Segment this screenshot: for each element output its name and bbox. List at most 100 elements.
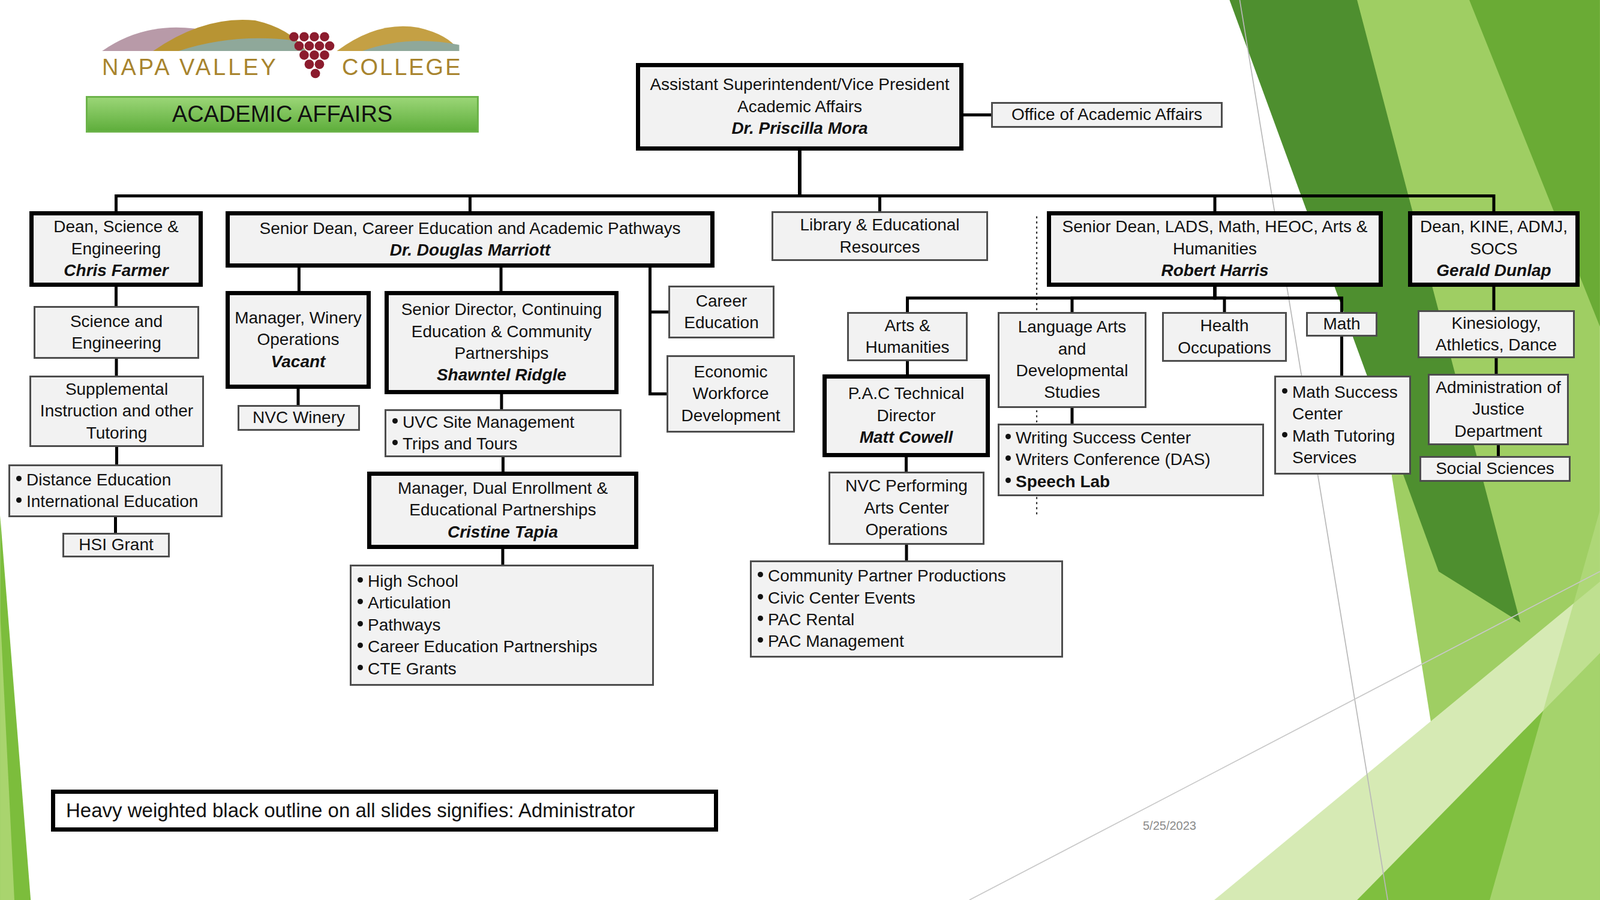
administrator-box: Senior Director, Continuing Education & … <box>384 290 619 395</box>
list-box: Distance EducationInternational Educatio… <box>8 464 223 518</box>
list-item: Community Partner Productions <box>757 565 1007 587</box>
green-band <box>1489 509 1600 900</box>
org-connector <box>1496 445 1500 456</box>
unit-box: Administration of Justice Department <box>1427 373 1569 446</box>
thin-line <box>969 571 1600 900</box>
box-text: Career Education <box>683 291 759 332</box>
administrator-box: P.A.C Technical DirectorMatt Cowell <box>822 374 990 458</box>
text-line: Office of Academic Affairs <box>1011 103 1203 126</box>
text-line: Chris Farmer <box>63 259 168 282</box>
org-connector <box>905 361 909 375</box>
org-connector <box>1492 286 1496 311</box>
org-connector <box>1070 407 1074 424</box>
org-connector <box>799 150 1215 212</box>
box-text: Articulation <box>367 592 452 614</box>
text-line: Career Education <box>673 290 770 335</box>
text-line: Dr. Priscilla Mora <box>731 117 868 140</box>
green-band <box>0 515 31 900</box>
person-name: Cristine Tapia <box>447 522 558 542</box>
box-text: Dean, Science & Engineering <box>53 217 179 258</box>
box-text: Dean, KINE, ADMJ, SOCS <box>1420 217 1568 258</box>
text-line: Language Arts and Developmental Studies <box>1002 316 1142 404</box>
box-text: Senior Dean, LADS, Math, HEOC, Arts & Hu… <box>1062 217 1368 258</box>
org-connector <box>116 150 801 212</box>
box-text: NVC Performing Arts Center Operations <box>845 476 968 539</box>
text-line: NVC Performing Arts Center Operations <box>833 475 980 541</box>
person-name: Gerald Dunlap <box>1436 260 1551 280</box>
box-text: Office of Academic Affairs <box>1011 104 1203 124</box>
bullet-dot <box>1282 388 1288 394</box>
text-label: COLLEGE <box>341 55 463 79</box>
administrator-box: Dean, KINE, ADMJ, SOCSGerald Dunlap <box>1408 211 1580 287</box>
text-line: NVC Winery <box>252 406 345 429</box>
org-connector <box>650 267 668 395</box>
box-text: Manager, Winery Operations <box>234 308 362 349</box>
unit-box: Arts & Humanities <box>847 311 968 362</box>
box-text: Math <box>1322 314 1361 333</box>
text-line: HSI Grant <box>78 533 153 556</box>
list-box: High SchoolArticulationPathwaysCareer Ed… <box>349 564 654 686</box>
note-box: Heavy weighted black outline on all slid… <box>50 789 719 832</box>
box-text: Math Tutoring Services <box>1292 425 1407 470</box>
bullet-dot <box>392 439 398 446</box>
box-text: HSI Grant <box>78 535 153 554</box>
text-line: Heavy weighted black outline on all slid… <box>65 797 635 824</box>
box-text: Arts & Humanities <box>865 316 950 357</box>
box-text: Civic Center Events <box>767 587 916 609</box>
text-line: Vacant <box>271 350 326 373</box>
logo-hill <box>152 19 306 51</box>
text-line: Assistant Superintendent/Vice President … <box>643 73 957 118</box>
box-text: Supplemental Instruction and other Tutor… <box>40 379 194 443</box>
box-text: Economic Workforce Development <box>681 362 781 425</box>
box-text: Speech Lab <box>1015 470 1110 493</box>
org-connector <box>963 113 992 117</box>
unit-box: Language Arts and Developmental Studies <box>997 311 1147 408</box>
org-connector <box>904 457 908 472</box>
person-name: Dr. Priscilla Mora <box>731 118 868 138</box>
box-text: Senior Dean, Career Education and Academ… <box>259 218 681 238</box>
text-line: Dr. Douglas Marriott <box>389 239 551 261</box>
bullet-dot <box>1005 477 1011 483</box>
text-line: Manager, Winery Operations <box>232 307 364 351</box>
list-box: Writing Success CenterWriters Conference… <box>997 423 1265 497</box>
administrator-box: Manager, Winery OperationsVacant <box>225 290 371 389</box>
box-text: Manager, Dual Enrollment & Educational P… <box>397 478 608 519</box>
org-connector <box>1495 358 1499 374</box>
text-line: Arts & Humanities <box>851 314 963 359</box>
unit-box: Library & Educational Resources <box>771 211 989 261</box>
list-item: Math Success Center <box>1282 381 1407 426</box>
person-name: Shawntel Ridgle <box>436 365 567 384</box>
list-item: International Education <box>16 490 198 513</box>
unit-box: Health Occupations <box>1162 311 1287 362</box>
org-connector <box>114 286 118 306</box>
unit-box: HSI Grant <box>62 532 170 558</box>
list-item: Civic Center Events <box>757 587 916 609</box>
box-text: Trips and Tours <box>402 433 518 455</box>
grape-cluster <box>289 31 335 78</box>
green-band <box>0 611 15 900</box>
box-text: PAC Management <box>767 630 905 653</box>
org-connector <box>115 358 119 376</box>
org-connector <box>1072 286 1215 312</box>
administrator-box: Assistant Superintendent/Vice President … <box>635 62 964 151</box>
logo-hill <box>178 38 307 51</box>
list-item: Pathways <box>357 614 441 636</box>
text-line: Dean, KINE, ADMJ, SOCS <box>1415 215 1573 260</box>
box-text: NVC Winery <box>252 407 345 427</box>
org-connector <box>799 150 1494 212</box>
box-text: ACADEMIC AFFAIRS <box>172 101 393 127</box>
list-item: Distance Education <box>16 469 171 491</box>
box-text: Heavy weighted black outline on all slid… <box>65 799 635 822</box>
unit-box: Math <box>1306 311 1378 337</box>
text-line: Math <box>1322 313 1361 335</box>
box-text: Social Sciences <box>1435 458 1555 478</box>
box-text: UVC Site Management <box>402 411 575 434</box>
org-connector <box>113 517 117 533</box>
unit-box: Career Education <box>668 285 775 339</box>
text-line: Science and Engineering <box>38 310 195 355</box>
bullet-dot <box>357 598 363 605</box>
list-item: High School <box>357 570 459 593</box>
list-item: Writing Success Center <box>1005 427 1191 449</box>
unit-box: NVC Winery <box>237 404 360 431</box>
